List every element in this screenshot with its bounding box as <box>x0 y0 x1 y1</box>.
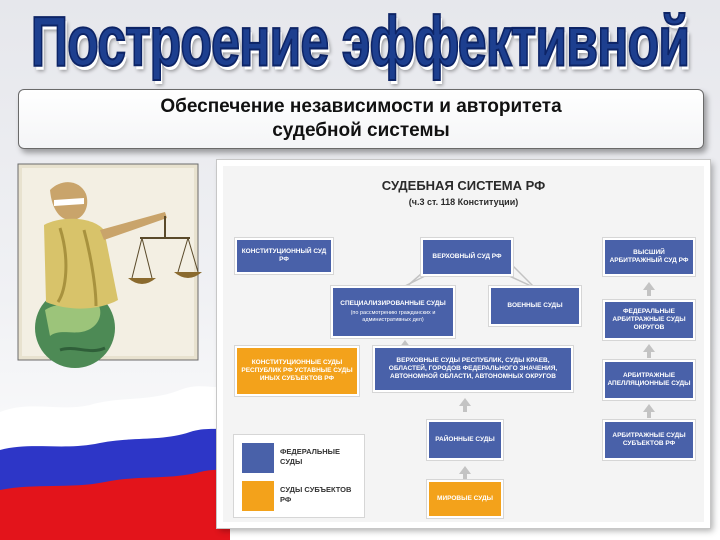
legend-swatch-subjects <box>242 481 274 511</box>
node-constitutional-court: Конституционный суд РФ <box>235 238 333 274</box>
themis-figure-icon <box>44 182 167 309</box>
connector-supreme-to-military <box>504 273 532 287</box>
subtitle-line-2: судебной системы <box>272 120 450 141</box>
legend-swatch-federal <box>242 443 274 473</box>
node-federal-arbitration-courts: Федеральные арбитражные суды округов <box>603 300 695 340</box>
node-military-courts: Военные суды <box>489 286 581 326</box>
specialized-courts-note: (по рассмотрению гражданских и администр… <box>350 310 436 323</box>
subtitle-box: Обеспечение независимости и авторитета с… <box>18 89 704 149</box>
diagram-title: СУДЕБНАЯ СИСТЕМА РФ <box>381 178 546 193</box>
arrow-subject-arb-to-appeal-icon <box>643 404 655 418</box>
legend-label-federal: Федеральные суды <box>280 447 341 466</box>
specialized-courts-title: Специализированные суды <box>340 300 446 307</box>
slide-title: Построение эффективной <box>30 2 691 82</box>
arrow-appeal-to-federal-arb-icon <box>643 344 655 358</box>
node-subject-arbitration-courts: Арбитражные суды субъектов РФ <box>603 420 695 460</box>
legend-label-subjects: Суды субъектов РФ <box>280 485 352 504</box>
node-specialized-courts: Специализированные суды (по рассмотрению… <box>331 286 455 338</box>
node-regional-courts: Верховные суды республик, суды краев, об… <box>373 346 573 392</box>
arrow-magistrate-to-district-icon <box>459 466 471 480</box>
legend: Федеральные суды Суды субъектов РФ <box>233 434 365 518</box>
node-subject-constitutional-courts: Конституционные суды республик РФ уставн… <box>235 346 359 396</box>
node-magistrate-courts: Мировые суды <box>427 480 503 518</box>
node-district-courts: Районные суды <box>427 420 503 460</box>
themis-illustration <box>0 163 230 540</box>
node-appeal-arbitration-courts: Арбитражные апелляционные суды <box>603 360 695 400</box>
judicial-system-diagram: СУДЕБНАЯ СИСТЕМА РФ (ч.3 ст. 118 Констит… <box>217 160 710 528</box>
node-supreme-court: Верховный суд РФ <box>421 238 513 276</box>
node-higher-arbitration-court: Высший арбитражный суд РФ <box>603 238 695 276</box>
russia-map-flag-image <box>0 386 230 540</box>
subtitle-line-1: Обеспечение независимости и авторитета <box>160 96 562 117</box>
diagram-subtitle: (ч.3 ст. 118 Конституции) <box>408 197 519 207</box>
arrow-federal-arb-to-higher-icon <box>643 282 655 296</box>
scales-icon <box>128 216 202 284</box>
arrow-district-to-regional-icon <box>459 398 471 412</box>
